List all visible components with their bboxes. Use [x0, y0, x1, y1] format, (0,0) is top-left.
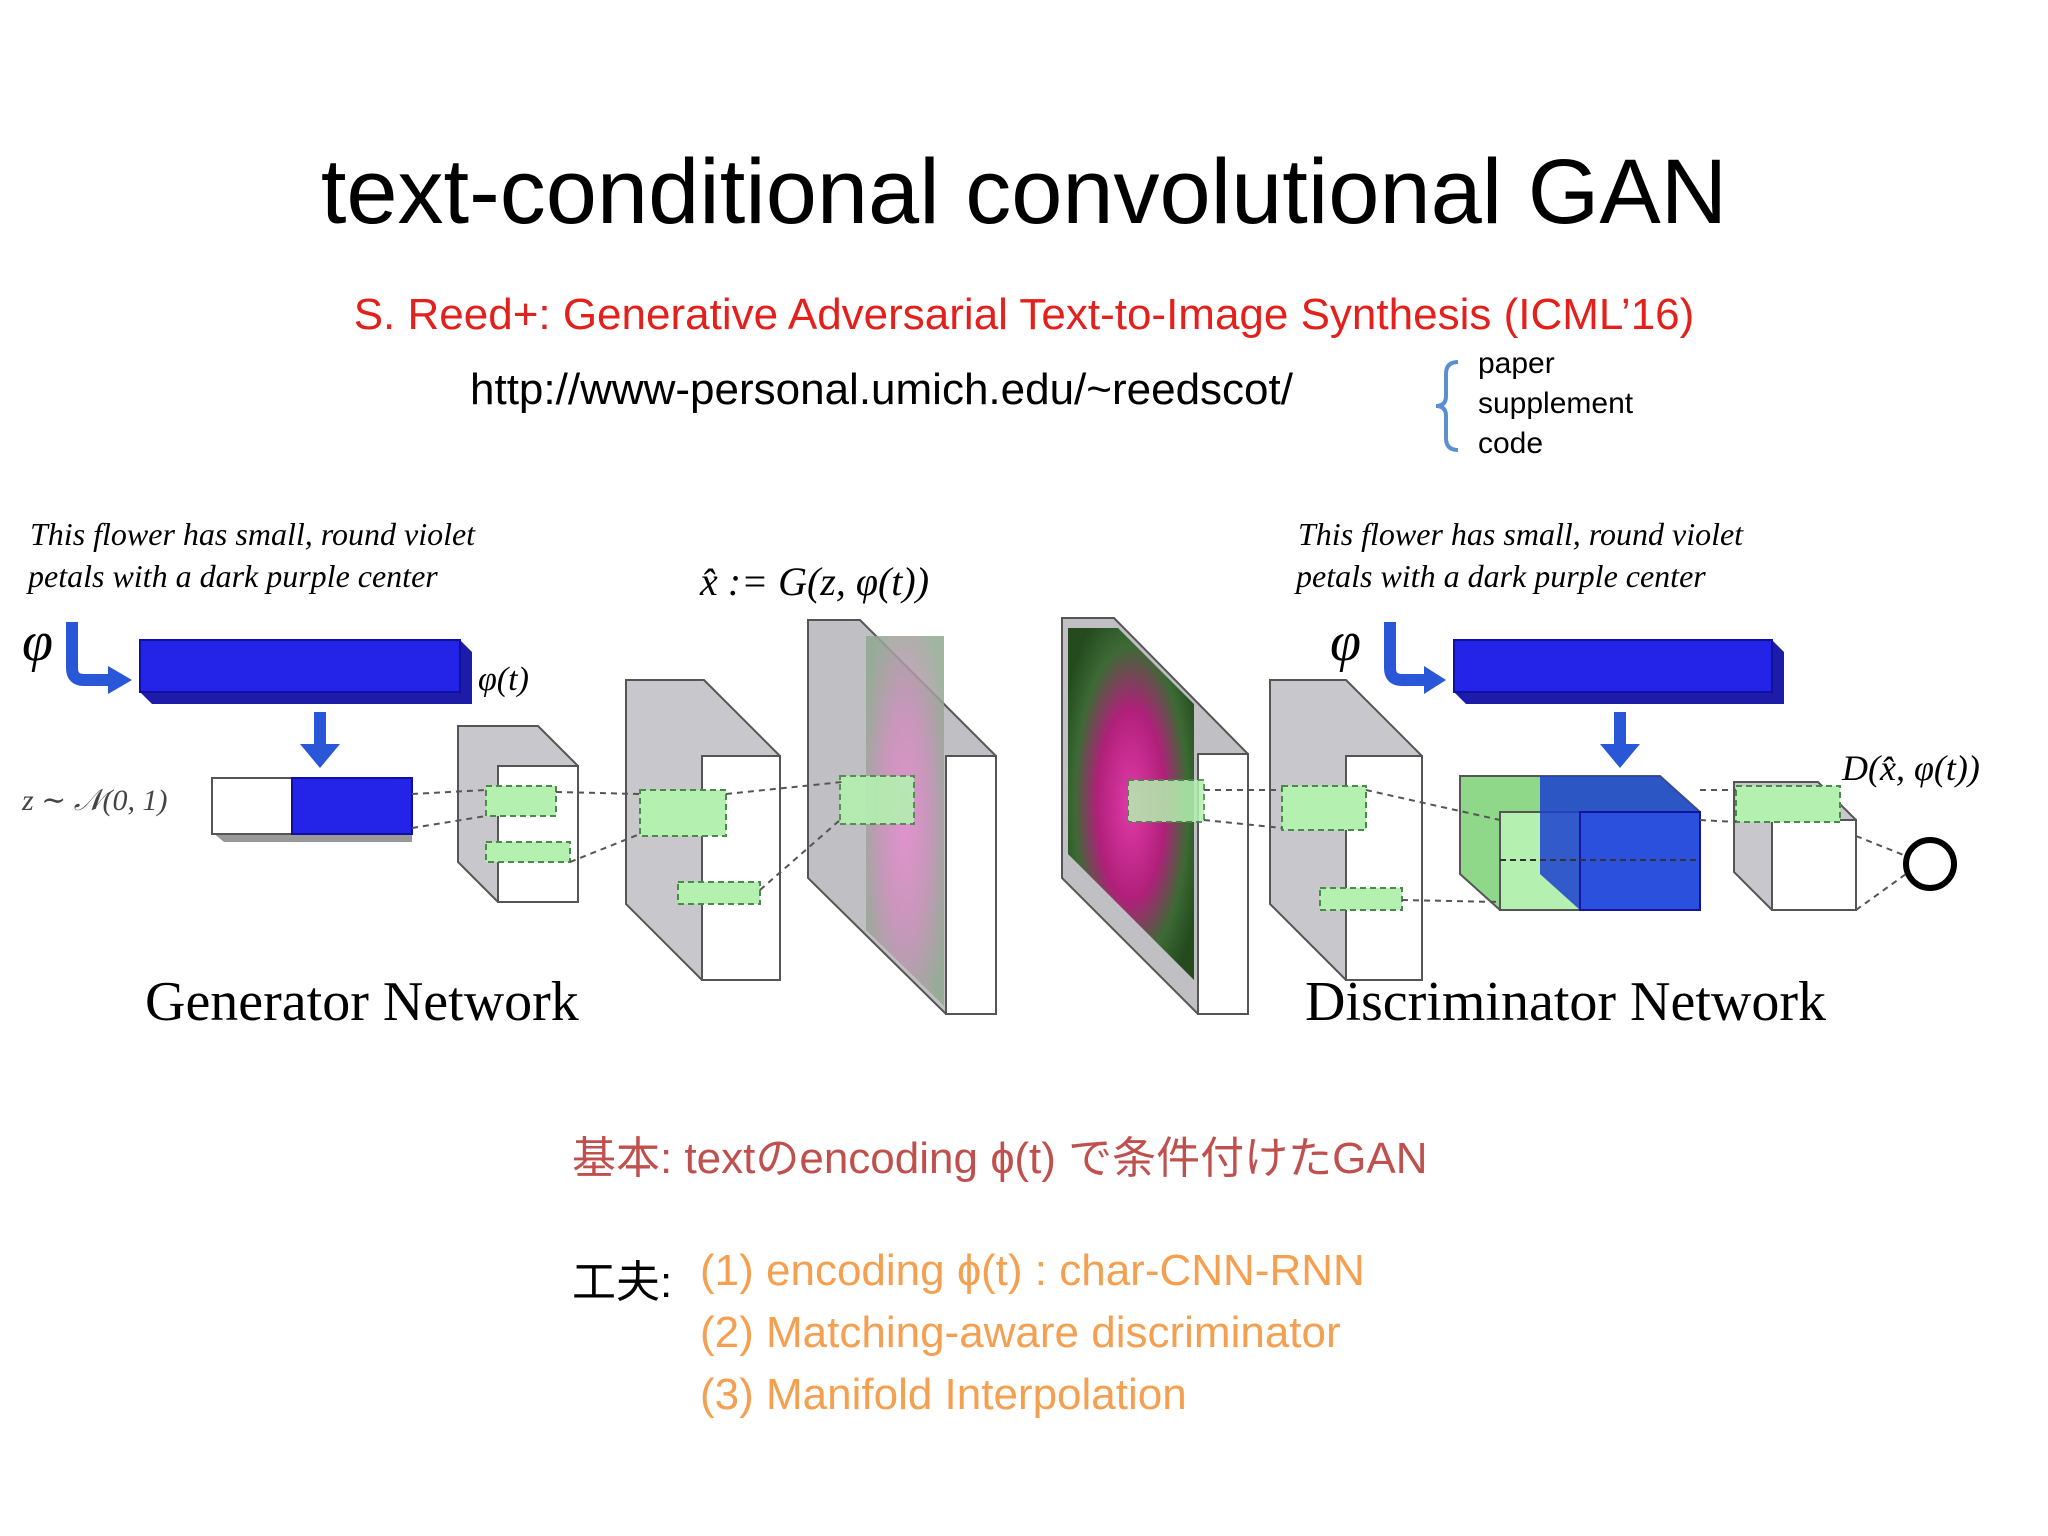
generator-embedding-bar [139, 639, 461, 693]
phi-symbol-discriminator: φ [1330, 611, 1361, 673]
resource-paper[interactable]: paper [1478, 347, 1555, 380]
embed-arrowhead-icon [108, 666, 132, 694]
tricks-label: 工夫: [572, 1246, 672, 1310]
project-url[interactable]: http://www-personal.umich.edu/~reedscot/ [470, 365, 1293, 414]
curly-brace-icon [1435, 360, 1459, 452]
output-node-icon [1903, 837, 1957, 891]
trick-2: (2) Matching-aware discriminator [700, 1308, 1341, 1357]
paper-reference: S. Reed+: Generative Adversarial Text-to… [353, 290, 1695, 339]
down-arrow-icon [300, 744, 340, 768]
discriminator-embedding-bar [1453, 639, 1773, 693]
discriminator-network-label: Discriminator Network [1305, 971, 1826, 1033]
resource-code[interactable]: code [1478, 427, 1544, 460]
embed-arrow-icon [66, 622, 108, 686]
concat-embedding-block [291, 777, 413, 835]
generator-network-label: Generator Network [145, 971, 579, 1033]
discriminator-caption-line2: petals with a dark purple center [1294, 558, 1706, 594]
discriminator-final-layer [1771, 819, 1857, 911]
phi-symbol-generator: φ [22, 611, 53, 673]
slide-title: text-conditional convolutional GAN [320, 141, 1728, 243]
noise-vector-block [211, 777, 293, 835]
resource-supplement[interactable]: supplement [1478, 387, 1634, 420]
z-noise-label: z ∼ 𝒩(0, 1) [21, 784, 168, 817]
d-output-label: D(x̂, φ(t)) [1841, 748, 1980, 788]
generated-image-slab [945, 755, 997, 1015]
real-image-slab [1197, 753, 1249, 1015]
basic-summary: 基本: textのencoding ɸ(t) で条件付けたGAN [572, 1122, 1428, 1186]
trick-1: (1) encoding ɸ(t) : char-CNN-RNN [700, 1246, 1365, 1295]
discriminator-caption: This flower has small, round violet [1298, 516, 1744, 552]
down-arrow-icon-2 [1600, 744, 1640, 768]
tricks-colon: : [660, 1258, 673, 1307]
gan-architecture-diagram: This flower has small, round violet peta… [21, 516, 1980, 1033]
xhat-label: x̂ := G(z, φ(t)) [699, 559, 929, 604]
generator-caption: This flower has small, round violet [30, 516, 476, 552]
embed-arrowhead-icon-2 [1424, 666, 1446, 694]
trick-3: (3) Manifold Interpolation [700, 1370, 1187, 1419]
basic-prefix: 基本 [572, 1134, 660, 1183]
generator-caption-line2: petals with a dark purple center [26, 558, 438, 594]
embed-arrow-icon-2 [1384, 622, 1424, 686]
phi-t-label: φ(t) [478, 661, 529, 698]
tricks-prefix: 工夫 [572, 1258, 660, 1307]
basic-text: : textのencoding ɸ(t) で条件付けたGAN [660, 1134, 1428, 1183]
